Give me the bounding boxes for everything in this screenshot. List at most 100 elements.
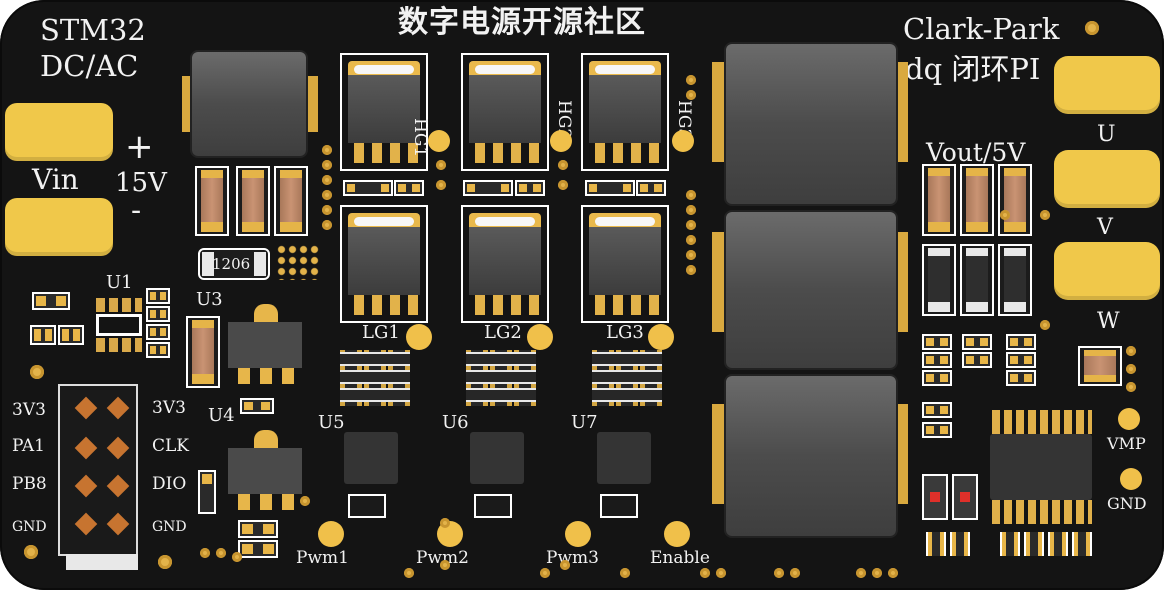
output-capacitor [922,164,956,236]
via [700,568,710,578]
resistor [1006,352,1036,368]
mounting-pad [648,324,674,350]
diode [343,180,393,196]
u7-label: U7 [571,412,598,433]
resistor [636,180,666,196]
bootstrap-diode [474,494,512,518]
header-left-label: PB8 [12,474,47,494]
gate-passive-array [466,350,536,406]
phase-v-pad [1054,150,1160,208]
resistor-1206-label: 1206 [212,255,251,273]
via [216,548,226,558]
via [300,496,310,506]
via [716,568,726,578]
output-inductor-v [726,212,896,368]
resistor [1006,334,1036,350]
u4-label: U4 [208,405,235,426]
hg2-mosfet [461,53,549,171]
via [1040,320,1050,330]
u3-label: U3 [196,289,223,310]
resistor [32,292,70,310]
phase-u-pad [1054,56,1160,114]
via [686,90,696,100]
resistor [962,352,992,368]
resistor [922,370,952,386]
via [686,190,696,200]
capacitor [146,342,170,358]
resistor [238,540,278,558]
via [440,518,450,528]
via [322,145,332,155]
u4-pin [238,494,250,510]
lg3-mosfet [581,205,669,323]
enable-testpoint[interactable] [664,521,690,547]
status-led [922,474,948,520]
via [322,220,332,230]
resistor [240,398,274,414]
capacitor [1078,346,1122,386]
via [686,235,696,245]
header-left-label: PA1 [12,436,45,456]
input-capacitor [274,166,308,236]
via [1085,21,1099,35]
pwm1-label: Pwm1 [296,548,349,568]
phase-v-label: V [1097,215,1113,240]
output-inductor-pad [712,62,730,162]
resistor [1006,370,1036,386]
via [1126,346,1136,356]
via [686,205,696,215]
input-capacitor [195,166,229,236]
vmp-testpoint[interactable] [1118,408,1140,430]
via [686,75,696,85]
u4-tab-pad [254,430,278,450]
output-inductor-u [726,44,896,204]
u6-gate-driver [470,432,524,484]
input-capacitor [236,166,270,236]
resistor [962,334,992,350]
lg3-label: LG3 [606,322,644,343]
gnd-testpoint[interactable] [1120,468,1142,490]
output-capacitor [922,244,956,316]
via [558,160,568,170]
pwm1-testpoint[interactable] [318,521,344,547]
gnd-label: GND [1107,494,1147,513]
via [560,560,570,570]
current-sense-opamp [990,434,1092,500]
gate-passive-array [592,350,662,406]
lg1-label: LG1 [362,322,400,343]
pin-header-rail [66,554,138,570]
via [436,160,446,170]
header-right-label: 3V3 [152,398,186,418]
via [322,205,332,215]
resistor [394,180,424,196]
diode [463,180,513,196]
via [620,568,630,578]
resistor [922,334,952,350]
pwm3-testpoint[interactable] [565,521,591,547]
capacitor [30,325,56,345]
vout-label: Vout/5V [926,138,1026,167]
capacitor [146,306,170,322]
vin-plus-sign: + [125,127,154,167]
via [540,568,550,578]
u3-pin [282,368,294,384]
via [1126,382,1136,392]
vin-negative-pad [5,198,113,256]
mounting-pad [428,130,450,152]
mounting-pad [527,324,553,350]
u1-chip [96,314,142,336]
input-inductor [192,52,306,156]
u1-label: U1 [106,272,133,293]
status-led [952,474,978,520]
capacitor [58,325,84,345]
output-inductor-pad [712,232,730,332]
via [436,180,446,190]
output-capacitor [998,164,1032,236]
opamp-pins-bottom [992,500,1092,524]
capacitor [146,324,170,340]
via [24,545,38,559]
resistor-row [1000,532,1096,556]
hg3-mosfet [581,53,669,171]
u3-tab-pad [254,304,278,324]
u3-regulator [228,322,302,368]
